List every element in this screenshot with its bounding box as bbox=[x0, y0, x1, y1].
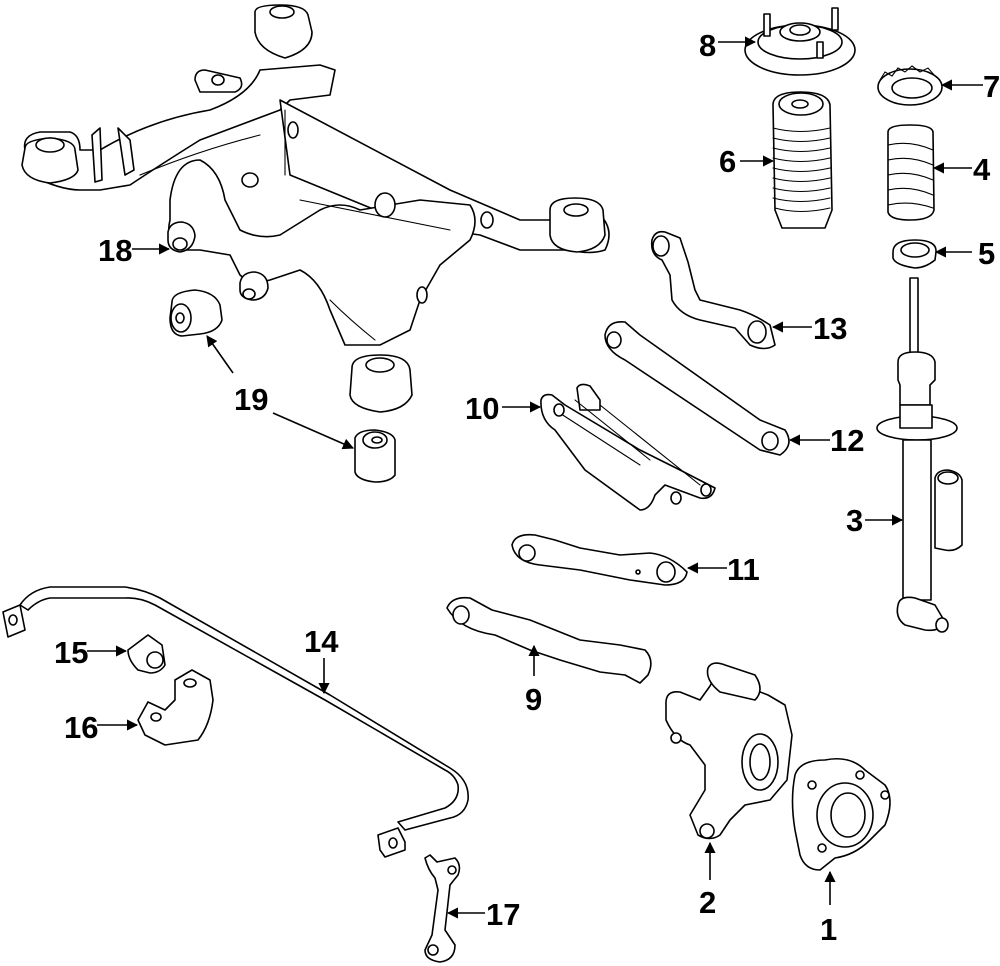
callout-10[interactable]: 10 bbox=[465, 391, 542, 426]
subframe-part[interactable] bbox=[21, 4, 610, 413]
camber-link-part[interactable] bbox=[511, 533, 688, 586]
callout-7[interactable]: 7 bbox=[940, 69, 1000, 104]
stabilizer-link-part[interactable] bbox=[424, 854, 461, 963]
callout-10-label[interactable]: 10 bbox=[465, 391, 499, 426]
callout-14-label[interactable]: 14 bbox=[304, 624, 339, 659]
strut-part[interactable] bbox=[876, 277, 963, 633]
trailing-arm-part[interactable] bbox=[446, 596, 652, 684]
callout-12-label[interactable]: 12 bbox=[830, 423, 864, 458]
stabilizer-bushing-part[interactable] bbox=[127, 634, 166, 674]
callout-13-label[interactable]: 13 bbox=[813, 311, 847, 346]
knuckle-part[interactable] bbox=[665, 662, 793, 840]
callout-7-label[interactable]: 7 bbox=[983, 69, 1000, 104]
callout-4[interactable]: 4 bbox=[932, 152, 991, 187]
callout-15-label[interactable]: 15 bbox=[54, 635, 88, 670]
callout-9-label[interactable]: 9 bbox=[525, 682, 542, 717]
subframe-bushing-part[interactable] bbox=[169, 289, 396, 483]
callout-14[interactable]: 14 bbox=[304, 624, 339, 695]
callout-16-label[interactable]: 16 bbox=[64, 710, 98, 745]
callout-8-label[interactable]: 8 bbox=[699, 28, 716, 63]
callout-8[interactable]: 8 bbox=[699, 28, 757, 63]
callout-1[interactable]: 1 bbox=[820, 870, 837, 947]
upper-control-arm-part[interactable] bbox=[650, 230, 776, 350]
strut-mount-part[interactable] bbox=[744, 7, 856, 76]
callout-3[interactable]: 3 bbox=[846, 503, 904, 538]
coil-spring-part[interactable] bbox=[887, 124, 935, 221]
callout-17-label[interactable]: 17 bbox=[486, 897, 520, 932]
callout-1-label[interactable]: 1 bbox=[820, 912, 837, 947]
callout-17[interactable]: 17 bbox=[446, 897, 520, 932]
callout-2[interactable]: 2 bbox=[699, 841, 716, 920]
callout-4-label[interactable]: 4 bbox=[973, 152, 991, 187]
callout-3-label[interactable]: 3 bbox=[846, 503, 863, 538]
callout-18[interactable]: 18 bbox=[98, 233, 171, 268]
upper-spring-seat-part[interactable] bbox=[877, 65, 943, 106]
callout-19[interactable]: 19 bbox=[206, 335, 355, 450]
callout-19-label[interactable]: 19 bbox=[234, 382, 268, 417]
callout-9[interactable]: 9 bbox=[525, 644, 542, 717]
callout-2-label[interactable]: 2 bbox=[699, 885, 716, 920]
callout-11[interactable]: 11 bbox=[686, 552, 760, 587]
callout-16[interactable]: 16 bbox=[64, 710, 139, 745]
callout-12[interactable]: 12 bbox=[788, 423, 864, 458]
dust-boot-part[interactable] bbox=[772, 91, 833, 229]
callout-18-label[interactable]: 18 bbox=[98, 233, 132, 268]
callout-13[interactable]: 13 bbox=[771, 311, 847, 346]
callout-6-label[interactable]: 6 bbox=[719, 144, 736, 179]
lower-spring-seat-part[interactable] bbox=[892, 239, 937, 269]
lower-control-arm-part[interactable] bbox=[540, 383, 716, 511]
callout-11-label[interactable]: 11 bbox=[727, 552, 760, 587]
stabilizer-bracket-part[interactable] bbox=[137, 669, 214, 746]
callout-15[interactable]: 15 bbox=[54, 635, 128, 670]
callout-6[interactable]: 6 bbox=[719, 144, 775, 179]
toe-link-part[interactable] bbox=[604, 320, 790, 456]
callout-5[interactable]: 5 bbox=[934, 236, 995, 271]
stabilizer-bar-part[interactable] bbox=[2, 586, 469, 858]
callout-5-label[interactable]: 5 bbox=[978, 236, 995, 271]
hub-bearing-part[interactable] bbox=[791, 757, 891, 871]
